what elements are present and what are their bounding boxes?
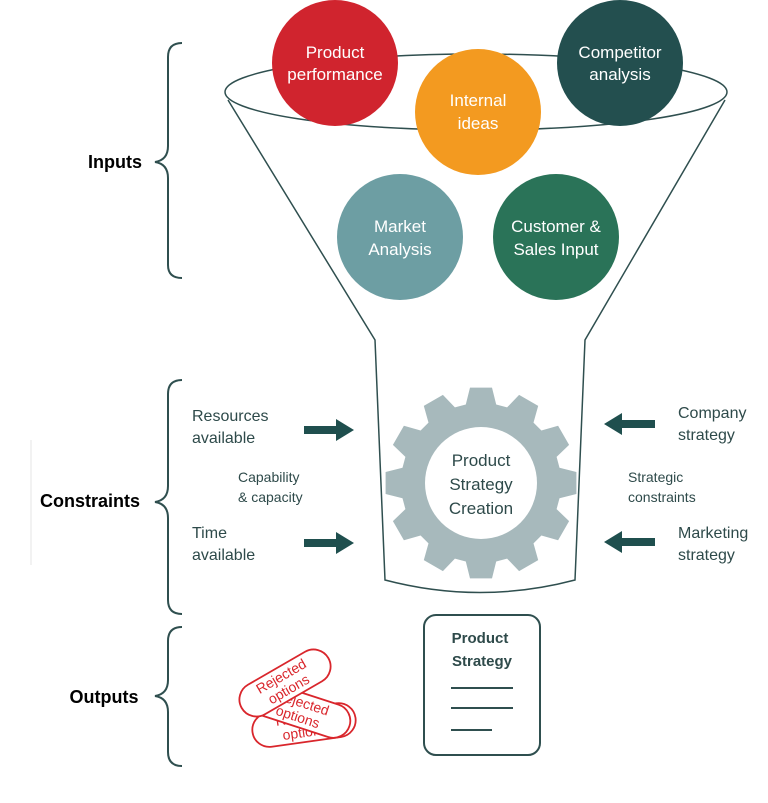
gear-label-line3: Creation xyxy=(449,499,513,518)
circle-label-line2: performance xyxy=(287,65,382,84)
capability-label-line2: & capacity xyxy=(238,489,303,505)
document-title-line1: Product xyxy=(452,630,509,647)
circle-label-line2: analysis xyxy=(589,65,650,84)
time-label-line2: available xyxy=(192,547,255,564)
circle-internal-ideas: Internal ideas xyxy=(415,49,541,175)
document-title-line2: Strategy xyxy=(452,653,513,670)
circle-label-line1: Internal xyxy=(450,91,507,110)
circle-product-performance-shape xyxy=(272,0,398,126)
constraints-label: Constraints xyxy=(40,491,140,511)
circle-customer-sales-input: Customer & Sales Input xyxy=(493,174,619,300)
input-circles: Product performance Competitor analysis … xyxy=(272,0,683,300)
circle-competitor-analysis-shape xyxy=(557,0,683,126)
gear-hole xyxy=(425,427,537,539)
inputs-label: Inputs xyxy=(88,152,142,172)
outputs-brace xyxy=(154,626,183,767)
marketing-label-line1: Marketing xyxy=(678,525,748,542)
rejected-options-stamps: Rejected options Rejected options Reject… xyxy=(238,648,357,748)
circle-market-analysis: Market Analysis xyxy=(337,174,463,300)
circle-internal-ideas-shape xyxy=(415,49,541,175)
resources-label-line2: available xyxy=(192,430,255,447)
circle-product-performance: Product performance xyxy=(272,0,398,126)
company-label-line2: strategy xyxy=(678,427,735,444)
circle-label-line1: Product xyxy=(306,43,365,62)
gear-label-line1: Product xyxy=(452,451,511,470)
curly-brace-icon xyxy=(154,42,183,767)
outputs-label: Outputs xyxy=(70,687,139,707)
left-arrow-icon xyxy=(604,413,655,435)
strategic-label-line2: constraints xyxy=(628,489,696,505)
time-label-line1: Time xyxy=(192,525,227,542)
right-arrow-icon xyxy=(304,419,354,441)
circle-customer-sales-shape xyxy=(493,174,619,300)
circle-label-line1: Customer & xyxy=(511,217,601,236)
capability-label-line1: Capability xyxy=(238,469,299,485)
circle-label-line1: Market xyxy=(374,217,426,236)
circle-label-line1: Competitor xyxy=(578,43,661,62)
circle-label-line2: ideas xyxy=(458,114,499,133)
funnel-body xyxy=(227,99,726,594)
circle-market-analysis-shape xyxy=(337,174,463,300)
circle-label-line2: Sales Input xyxy=(513,240,598,259)
inputs-brace xyxy=(154,42,183,279)
document-icon: Product Strategy xyxy=(423,614,541,756)
circle-competitor-analysis: Competitor analysis xyxy=(557,0,683,126)
circle-label-line2: Analysis xyxy=(368,240,431,259)
left-arrow-icon xyxy=(604,531,655,553)
constraints-brace xyxy=(154,379,183,615)
gear-label-line2: Strategy xyxy=(449,475,513,494)
strategic-label-line1: Strategic xyxy=(628,469,683,485)
marketing-label-line2: strategy xyxy=(678,547,735,564)
arrows xyxy=(304,413,655,554)
company-label-line1: Company xyxy=(678,405,746,422)
document-frame xyxy=(423,614,541,756)
gear-icon: Product Strategy Creation xyxy=(385,387,577,579)
resources-label-line1: Resources xyxy=(192,408,268,425)
right-arrow-icon xyxy=(304,532,354,554)
